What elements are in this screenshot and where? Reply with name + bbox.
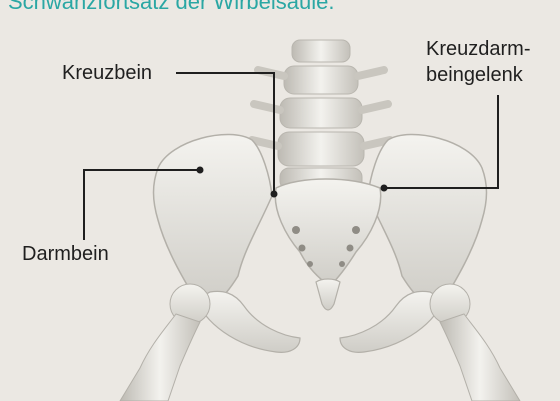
lumbar-spine (252, 40, 390, 190)
left-pubis (196, 291, 300, 352)
right-femur (430, 284, 520, 401)
sacrum (275, 179, 380, 286)
label-kreuzbein: Kreuzbein (62, 61, 152, 85)
left-femur (120, 284, 210, 401)
label-darmbein: Darmbein (22, 242, 109, 266)
label-kreuzdarmbeingelenk-line2: beingelenk (426, 63, 523, 87)
coccyx (316, 279, 340, 310)
left-ilium (154, 135, 273, 306)
right-ilium (368, 135, 487, 306)
right-pubis (340, 291, 444, 352)
label-kreuzdarmbeingelenk-line1: Kreuzdarm- (426, 37, 530, 61)
